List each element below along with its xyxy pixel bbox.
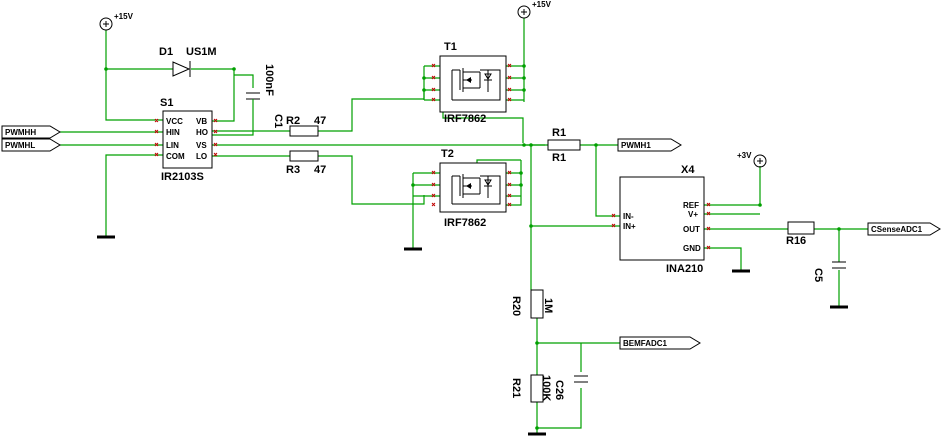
mosfet-t1: T1 IRF7862 [431,41,512,125]
c5-ref: C5 [812,268,824,282]
supply-15v-left: +15V [99,12,134,31]
resistor-r20: R20 1M [510,289,554,319]
t2-ref: T2 [441,148,454,160]
s1-value: IR2103S [161,171,204,183]
capacitor-c26: C26 [553,375,588,400]
t2-pin-markers [431,170,512,207]
d1-value: US1M [186,46,217,58]
t1-pin-markers [431,63,512,102]
capacitor-c1: C1 100nF [246,64,284,128]
x4-pin-markers [611,202,711,250]
r2-ref: R2 [286,115,300,127]
s1-pin-lin: LIN [166,141,179,150]
r2-value: 47 [314,115,326,127]
supply-15v-top-label: +15V [532,0,552,9]
s1-pin-vcc: VCC [166,117,183,126]
s1-pin-hin: HIN [166,128,180,137]
s1-pin-vs: VS [196,141,207,150]
x4-value: INA210 [666,263,703,275]
r1-value: R1 [552,152,566,164]
net-label-pwmhh-text: PWMHH [5,128,36,137]
r20-value: 1M [542,298,554,313]
t2-value: IRF7862 [444,217,486,229]
s1-pin-markers [154,118,218,157]
supply-15v-left-label: +15V [114,12,134,21]
diode-d1: D1 US1M [159,46,217,77]
wires [60,18,868,433]
t1-value: IRF7862 [444,113,486,125]
net-label-bemf-text: BEMFADC1 [623,339,668,348]
x4-pin-inm: IN- [623,212,634,221]
amplifier-x4: X4 INA210 IN- IN+ REF V+ OUT GND [611,164,711,275]
net-label-pwmhh: PWMHH [1,125,61,139]
net-label-csense-text: CSenseADC1 [871,225,923,234]
junctions [104,64,841,430]
ground-symbols [97,235,848,436]
supply-15v-top: +15V [517,0,552,19]
x4-pin-vplus: V+ [688,210,698,219]
r21-value: 100K [540,375,552,401]
resistor-r3: R3 47 [286,150,326,176]
d1-ref: D1 [159,46,173,58]
s1-pin-lo: LO [196,152,207,161]
mosfet-t2: T2 IRF7862 [431,148,512,229]
t1-ref: T1 [444,41,457,53]
resistor-r16: R16 [786,221,815,247]
r16-ref: R16 [786,235,806,247]
x4-ref: X4 [681,164,695,176]
supply-3v-label: +3V [737,151,752,160]
s1-pin-com: COM [166,152,185,161]
s1-pin-ho: HO [196,128,208,137]
r21-ref: R21 [510,378,522,398]
net-label-pwmhl-text: PWMHL [5,141,35,150]
c1-value: 100nF [263,64,275,96]
net-label-pwmh1: PWMH1 [617,138,682,152]
net-label-pwmh1-text: PWMH1 [621,141,651,150]
net-label-bemf: BEMFADC1 [619,336,701,350]
resistor-r1: R1 R1 [547,127,581,164]
s1-ref: S1 [160,97,173,109]
supply-3v: +3V [737,151,767,168]
driver-s1: S1 IR2103S VCC HIN LIN COM VB HO VS LO [154,97,218,183]
x4-pin-gnd: GND [683,244,701,253]
net-label-csense: CSenseADC1 [867,222,941,236]
s1-pin-vb: VB [196,117,207,126]
x4-pin-inp: IN+ [623,222,636,231]
r3-value: 47 [314,164,326,176]
r3-ref: R3 [286,164,300,176]
c1-ref: C1 [272,114,284,128]
x4-pin-out: OUT [683,225,700,234]
c26-ref: C26 [553,380,565,400]
capacitor-c5: C5 [812,261,846,282]
resistor-r2: R2 47 [286,115,326,137]
resistor-r21: R21 100K [510,374,552,403]
r20-ref: R20 [510,296,522,316]
net-label-pwmhl: PWMHL [1,138,61,152]
r1-ref: R1 [552,127,566,139]
x4-pin-ref: REF [683,201,699,210]
